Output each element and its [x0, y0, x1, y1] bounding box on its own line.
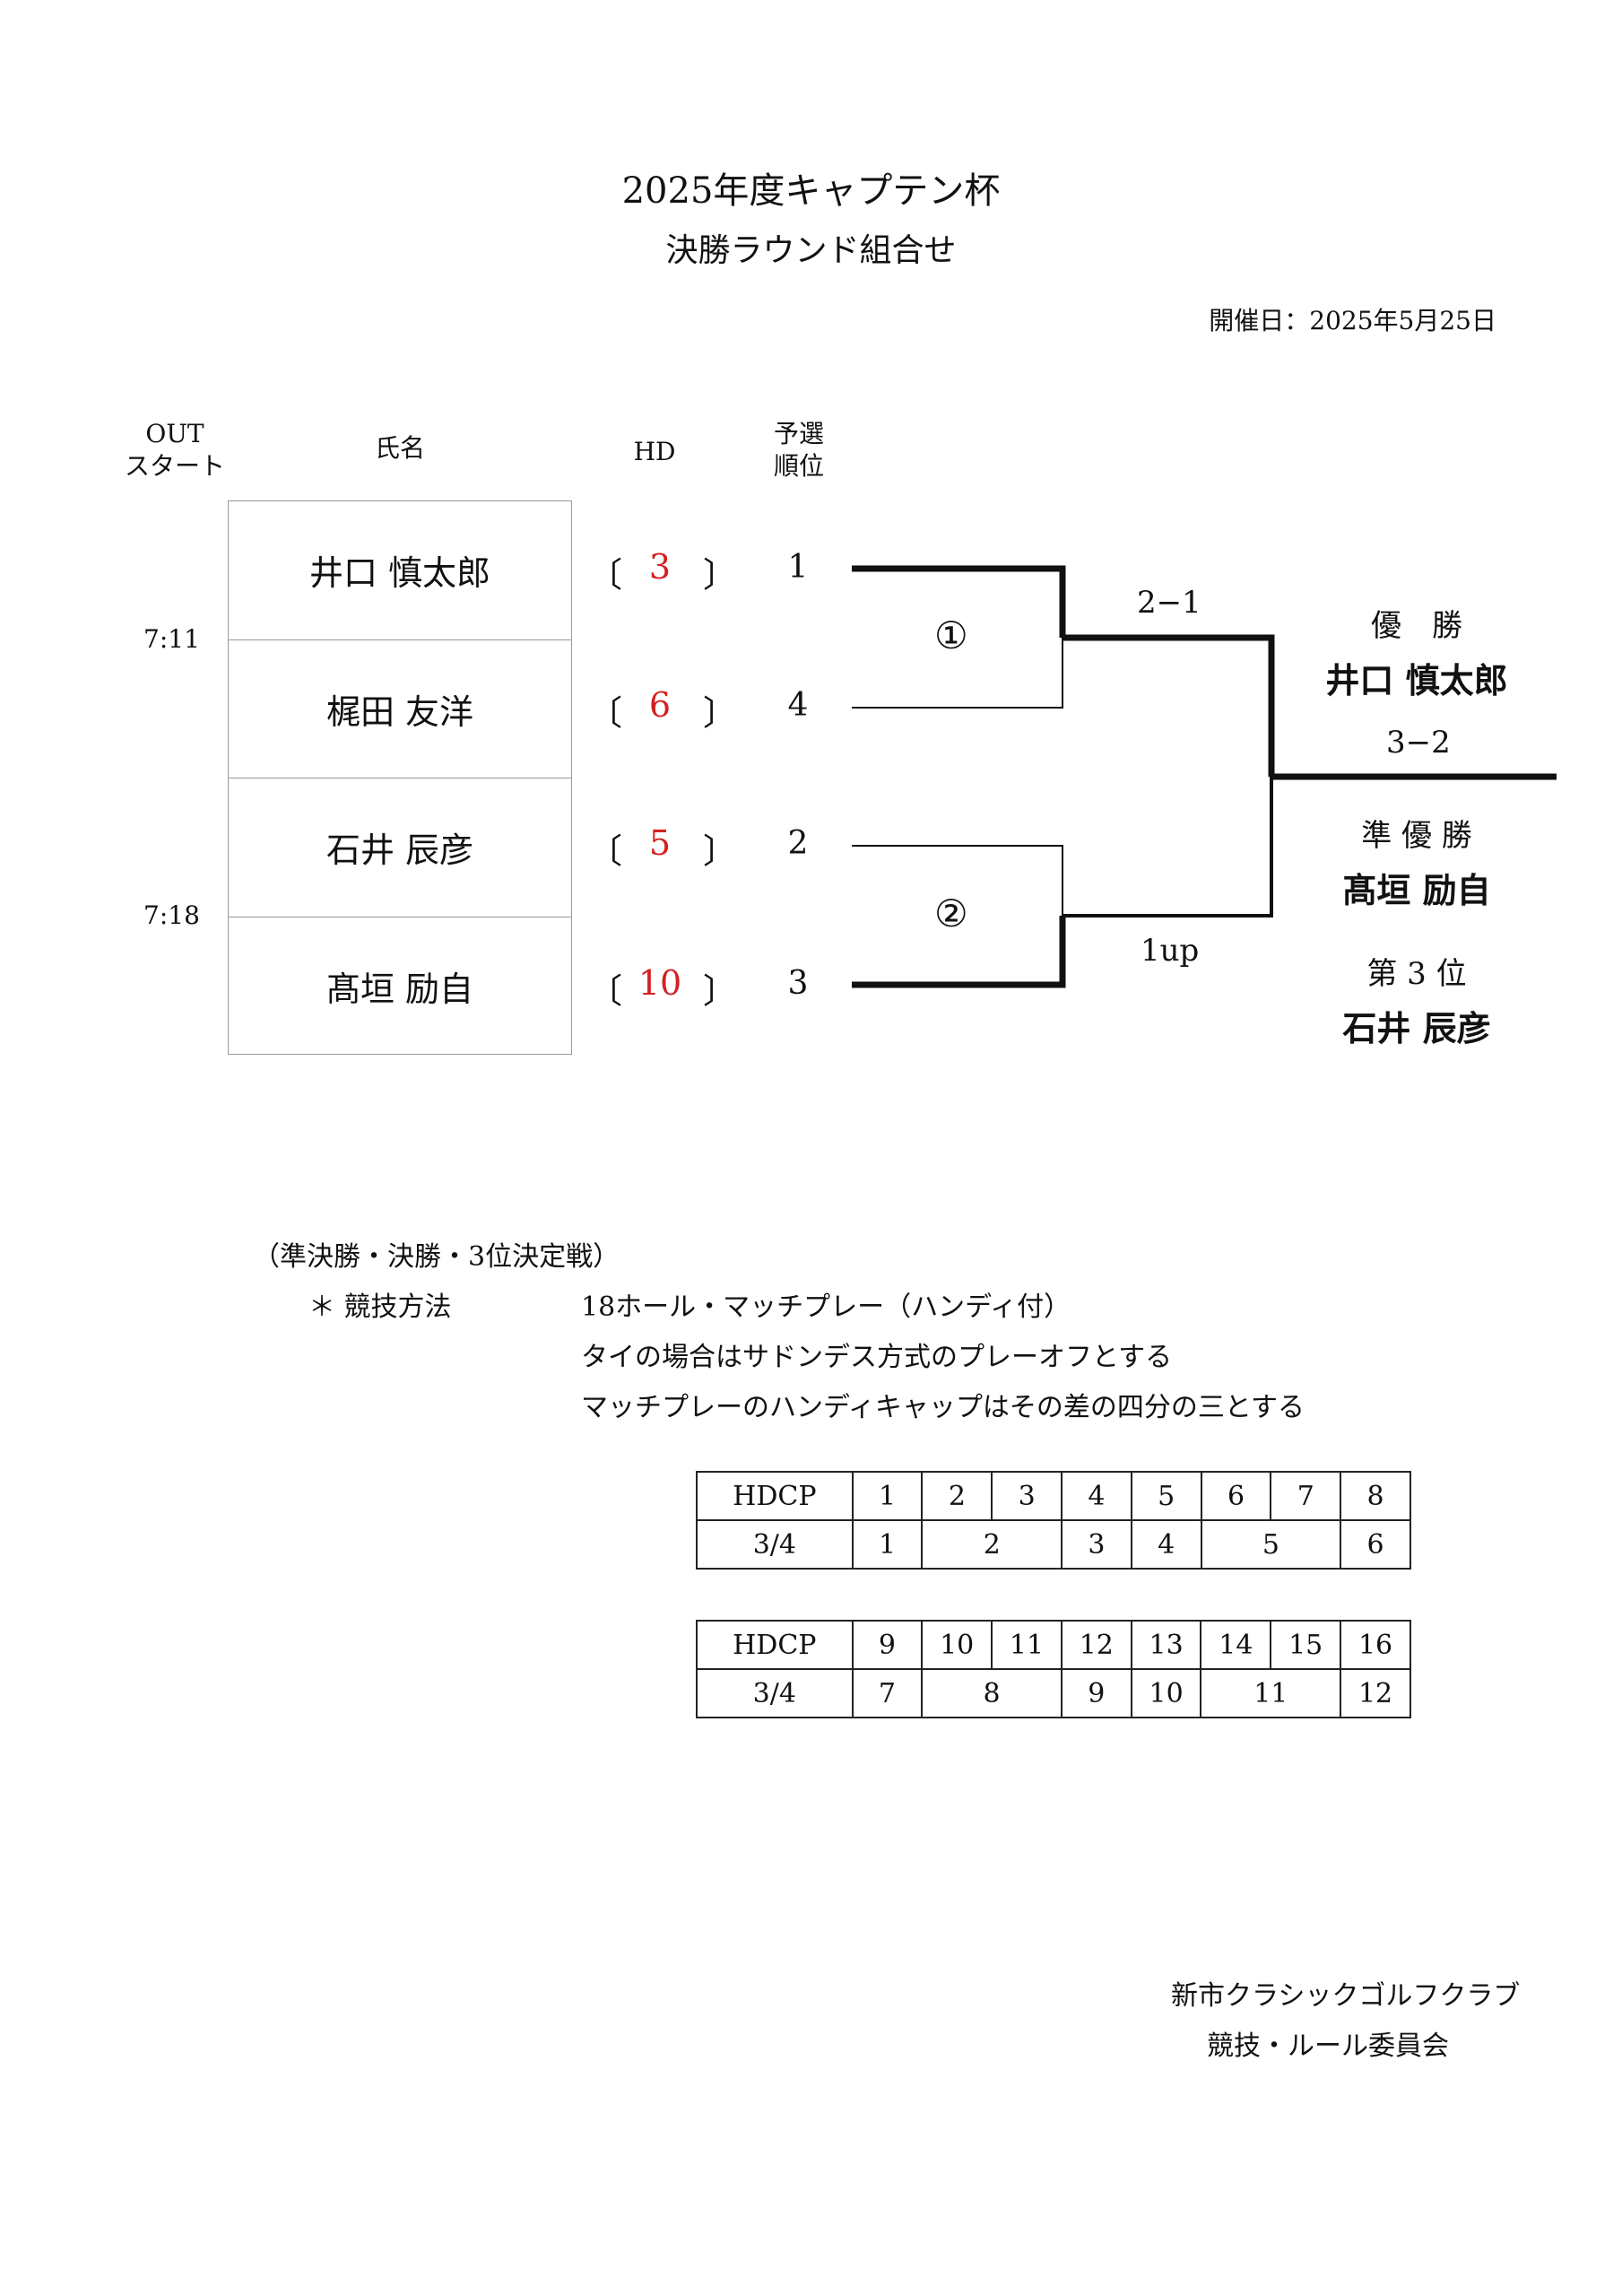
runner-up-label: 準 優 勝	[1361, 818, 1472, 854]
hdcp-cell: 5	[1130, 1471, 1202, 1521]
hdcp-table-1-row-hdcp: HDCP 1 2 3 4 5 6 7 8	[696, 1471, 1411, 1521]
player-name-box: 井口 慎太郎 梶田 友洋 石井 辰彦 髙垣 励自	[228, 500, 572, 1055]
third-place-label: 第 3 位	[1366, 956, 1467, 992]
player-name-4: 髙垣 励自	[325, 970, 474, 1010]
header-out-start-line1: OUT	[145, 419, 204, 448]
three-quarters-cell: 3	[1061, 1519, 1132, 1570]
hd-bracket-right: 〕	[703, 555, 738, 595]
hdcp-table-2-row-three-quarters: 3/4 7 8 9 10 11 12	[696, 1668, 1411, 1718]
bracket-line-match1-loser	[852, 638, 1063, 709]
third-place-name: 石井 辰彦	[1342, 1008, 1491, 1048]
hdcp-table-2: HDCP 9 10 11 12 13 14 15 16 3/4 7 8 9 10…	[696, 1620, 1411, 1718]
hdcp-cell: 9	[851, 1620, 924, 1670]
hdcp-cell: 10	[921, 1620, 993, 1670]
player-name-1: 井口 慎太郎	[229, 501, 571, 640]
hdcp-table-1: HDCP 1 2 3 4 5 6 7 8 3/4 1 2 3 4 5 6	[696, 1471, 1411, 1570]
bracket-line-final-top	[1063, 634, 1275, 777]
player-name-2: 梶田 友洋	[229, 640, 571, 778]
hdcp-cell: 15	[1270, 1620, 1342, 1670]
hdcp-table-2-row-hdcp: HDCP 9 10 11 12 13 14 15 16	[696, 1620, 1411, 1670]
three-quarters-cell: 1	[851, 1519, 924, 1570]
header-rank-line1: 予選	[773, 419, 824, 448]
player-name-3: 石井 辰彦	[229, 778, 571, 918]
header-hd: HD	[633, 437, 676, 466]
footer-committee-name: 競技・ルール委員会	[1207, 2031, 1449, 2062]
winner-name: 井口 慎太郎	[1325, 660, 1508, 700]
match-1-label: ①	[934, 613, 968, 657]
header-out-start: OUT スタート	[117, 418, 233, 483]
player-rank-2: 4	[787, 687, 809, 724]
hd-bracket-left: 〔	[588, 831, 623, 871]
header-name: 氏名	[374, 433, 425, 463]
three-quarters-cell: 4	[1130, 1519, 1202, 1570]
notes-line-1: 18ホール・マッチプレー（ハンディ付）	[581, 1292, 1071, 1323]
three-quarters-label-cell: 3/4	[696, 1668, 854, 1718]
hd-bracket-right: 〕	[703, 831, 738, 871]
footer-club-name: 新市クラシックゴルフクラブ	[1171, 1980, 1521, 2012]
three-quarters-cell: 10	[1130, 1668, 1202, 1718]
hdcp-cell: 8	[1340, 1471, 1411, 1521]
hdcp-cell: 12	[1060, 1620, 1132, 1670]
header-out-start-line2: スタート	[124, 451, 225, 481]
winner-label: 優 勝	[1371, 608, 1462, 644]
hdcp-header-cell: HDCP	[696, 1471, 854, 1521]
tournament-bracket	[852, 565, 1557, 988]
runner-up-name: 髙垣 励自	[1342, 870, 1491, 910]
player-rank-1: 1	[787, 549, 809, 586]
start-time-2: 7:18	[143, 900, 200, 930]
hd-bracket-right: 〕	[703, 971, 738, 1011]
three-quarters-cell: 11	[1200, 1668, 1342, 1718]
start-time-1: 7:11	[143, 624, 200, 654]
hdcp-cell: 4	[1061, 1471, 1132, 1521]
final-score: 3−2	[1386, 725, 1451, 761]
notes-line-3: マッチプレーのハンディキャップはその差の四分の三とする	[581, 1392, 1305, 1423]
hdcp-cell: 2	[921, 1471, 993, 1521]
hd-bracket-right: 〕	[703, 693, 738, 733]
hdcp-cell: 1	[851, 1471, 924, 1521]
hdcp-cell: 3	[991, 1471, 1063, 1521]
three-quarters-cell: 5	[1200, 1519, 1342, 1570]
player-hd-3: 5	[648, 823, 672, 863]
hdcp-cell: 13	[1130, 1620, 1202, 1670]
three-quarters-cell: 2	[921, 1519, 1063, 1570]
hd-bracket-left: 〔	[588, 555, 623, 595]
player-hd-4: 10	[638, 963, 682, 1003]
notes-line-2: タイの場合はサドンデス方式のプレーオフとする	[581, 1342, 1173, 1373]
match-2-label: ②	[934, 891, 968, 935]
hdcp-cell: 7	[1270, 1471, 1342, 1521]
header-rank: 予選 順位	[759, 418, 839, 483]
event-date: 開催日：2025年5月25日	[1209, 306, 1496, 335]
hdcp-cell: 14	[1200, 1620, 1272, 1670]
player-hd-2: 6	[648, 685, 672, 725]
notes-method-label: ＊ 競技方法	[308, 1292, 452, 1323]
player-rank-3: 2	[787, 825, 809, 862]
bracket-line-final-bottom	[1063, 777, 1273, 918]
match-2-score: 1up	[1141, 933, 1200, 969]
three-quarters-cell: 12	[1340, 1668, 1411, 1718]
notes-heading: （準決勝・決勝・3位決定戦）	[253, 1241, 620, 1273]
hdcp-table-1-row-three-quarters: 3/4 1 2 3 4 5 6	[696, 1519, 1411, 1570]
match-1-score: 2−1	[1137, 585, 1201, 621]
page-title: 2025年度キャプテン杯	[621, 170, 1001, 212]
player-rank-4: 3	[787, 965, 809, 1002]
three-quarters-cell: 7	[851, 1668, 924, 1718]
three-quarters-cell: 6	[1340, 1519, 1411, 1570]
hdcp-cell: 11	[991, 1620, 1063, 1670]
three-quarters-label-cell: 3/4	[696, 1519, 854, 1570]
player-hd-1: 3	[648, 547, 672, 587]
hdcp-cell: 16	[1340, 1620, 1411, 1670]
hdcp-header-cell: HDCP	[696, 1620, 854, 1670]
bracket-line-match2-winner	[852, 916, 1066, 988]
hd-bracket-left: 〔	[588, 971, 623, 1011]
hdcp-cell: 6	[1200, 1471, 1272, 1521]
header-rank-line2: 順位	[773, 451, 824, 481]
bracket-line-match1-winner	[852, 565, 1066, 638]
three-quarters-cell: 9	[1060, 1668, 1132, 1718]
bracket-line-match2-loser	[852, 845, 1063, 916]
three-quarters-cell: 8	[921, 1668, 1063, 1718]
hd-bracket-left: 〔	[588, 693, 623, 733]
page-subtitle: 決勝ラウンド組合せ	[665, 232, 957, 269]
